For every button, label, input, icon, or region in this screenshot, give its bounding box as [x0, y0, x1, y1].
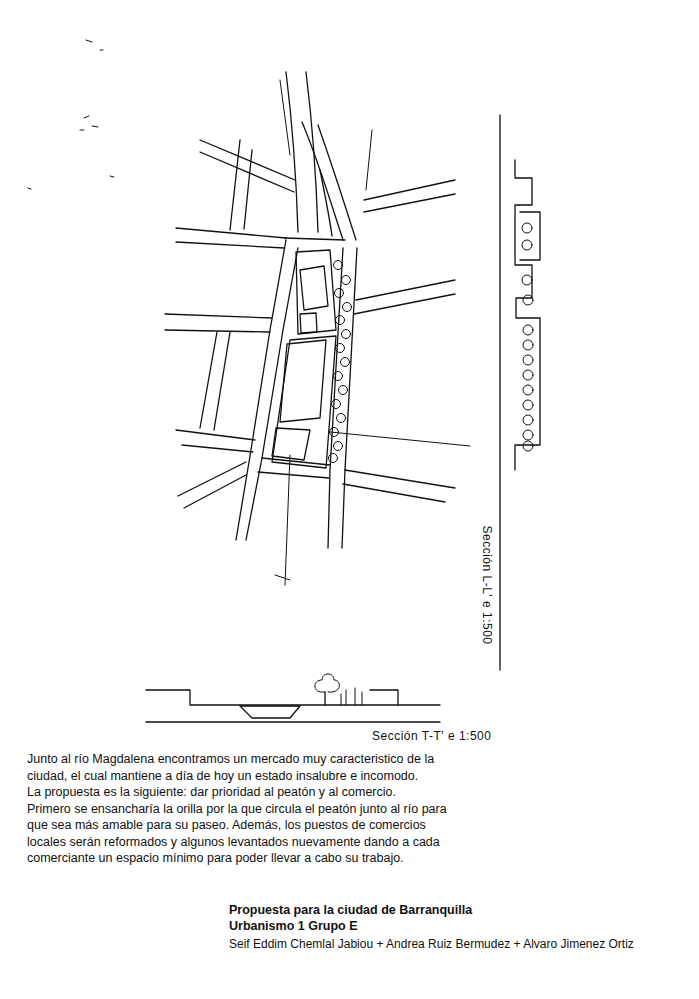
plan-streets [165, 72, 470, 585]
section-label: Sección L-L' e 1:500 [480, 525, 494, 644]
plan-blocks [272, 250, 336, 468]
course-label: Urbanismo 1 Grupo E [229, 919, 358, 933]
section-l-l [500, 115, 540, 670]
plan-trees [329, 261, 352, 463]
description-text: La propuesta es la siguiente: dar priori… [27, 784, 457, 801]
description-text: Primero se ensancharía la orilla por la … [27, 801, 457, 867]
sketch-marks [28, 40, 114, 189]
sheet-title: Propuesta para la ciudad de Barranquilla [229, 903, 472, 917]
description-text: Junto al río Magdalena encontramos un me… [27, 751, 457, 784]
section-t-t [146, 674, 440, 722]
section-label: Sección T-T' e 1:500 [372, 729, 491, 743]
authors-label: Seif Eddim Chemlal Jabiou + Andrea Ruiz … [229, 937, 634, 951]
